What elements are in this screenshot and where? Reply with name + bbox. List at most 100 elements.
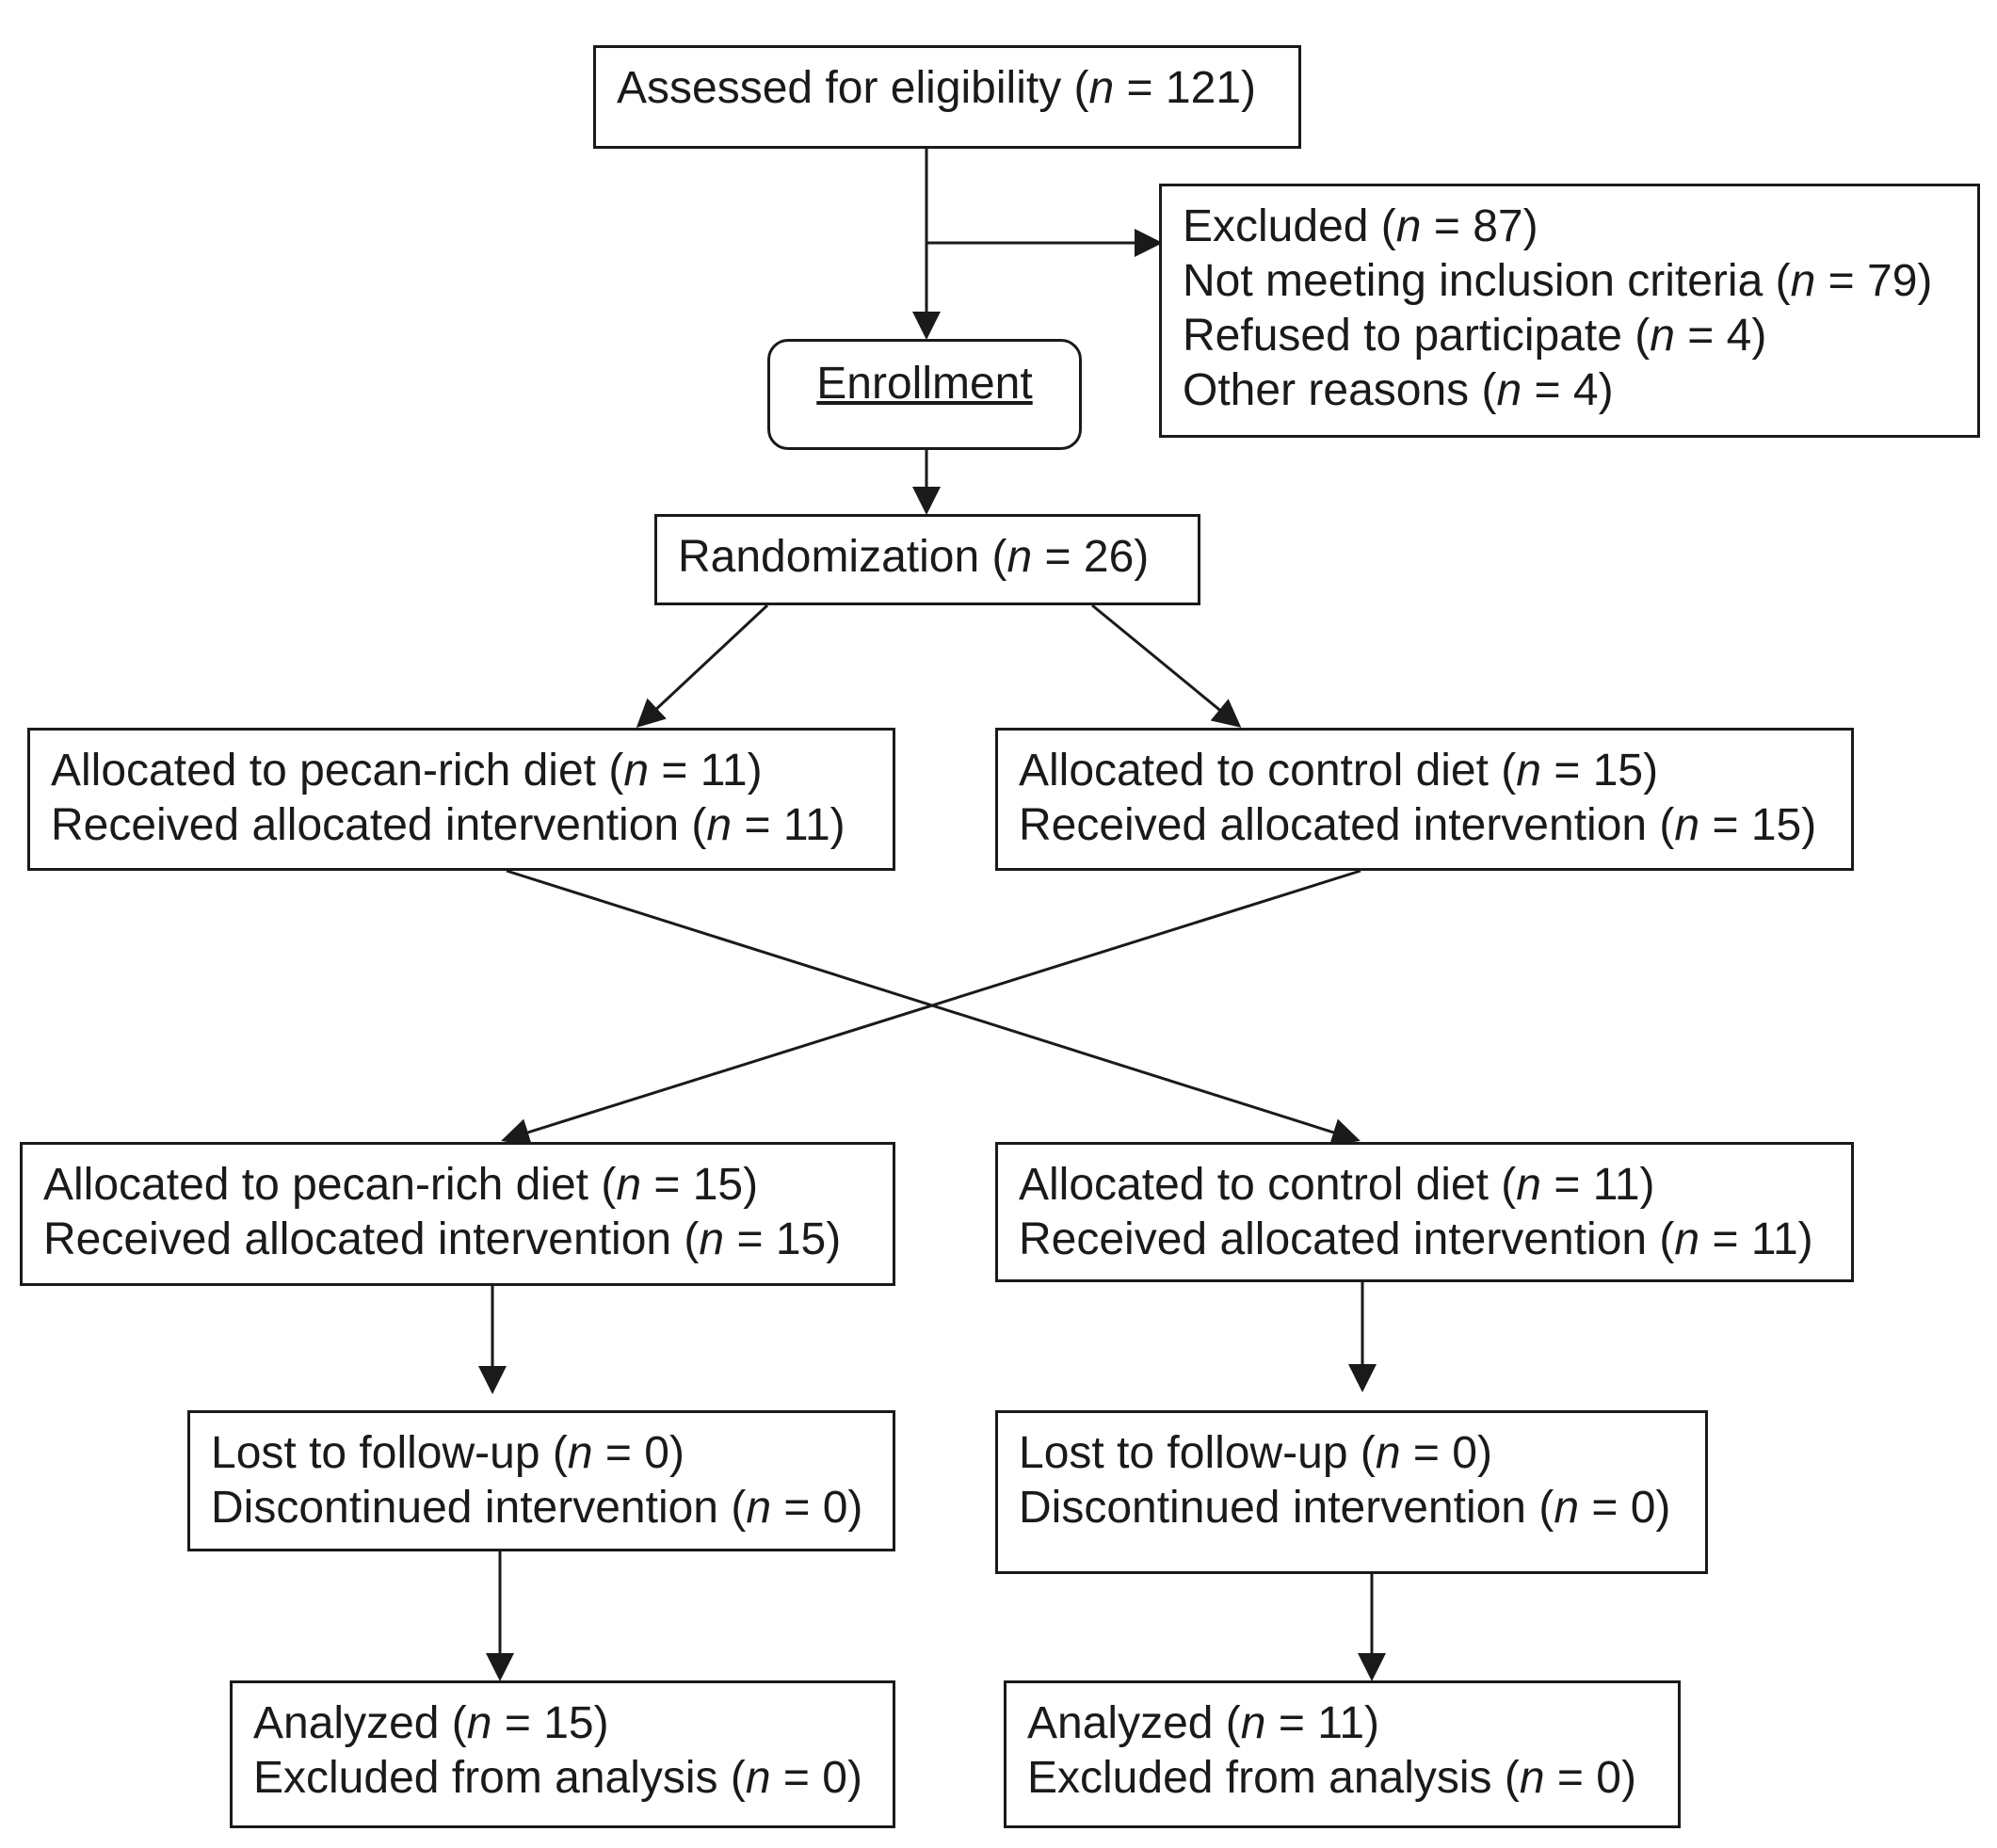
analyzed-left-line-2: Excluded from analysis (n = 0) bbox=[253, 1751, 872, 1806]
line-text: Refused to participate ( bbox=[1183, 311, 1651, 361]
alloc-control-2-line-1: Allocated to control diet (n = 11) bbox=[1019, 1158, 1830, 1213]
line-text: Analyzed ( bbox=[253, 1698, 467, 1748]
line-text: Received allocated intervention ( bbox=[1019, 800, 1675, 850]
n-symbol: n bbox=[745, 1753, 771, 1803]
line-text: = 0) bbox=[592, 1428, 684, 1478]
assessed-box: Assessed for eligibility (n = 121) bbox=[593, 45, 1301, 149]
arrow-randomization-to-control bbox=[1091, 603, 1242, 728]
n-symbol: n bbox=[1375, 1428, 1401, 1478]
n-symbol: n bbox=[1240, 1698, 1266, 1748]
line-text: = 87) bbox=[1421, 201, 1538, 251]
alloc-pecan-1-line-2: Received allocated intervention (n = 11) bbox=[51, 798, 872, 853]
line-text: Analyzed ( bbox=[1027, 1698, 1241, 1748]
n-symbol: n bbox=[1519, 1753, 1545, 1803]
n-symbol: n bbox=[1088, 63, 1115, 113]
followup-left-line-2: Discontinued intervention (n = 0) bbox=[211, 1481, 872, 1535]
line-text: = 11) bbox=[649, 746, 763, 795]
n-symbol: n bbox=[1007, 532, 1033, 582]
line-text: Randomization ( bbox=[678, 532, 1007, 582]
line-text: Allocated to control diet ( bbox=[1019, 746, 1517, 795]
line-text: = 15) bbox=[641, 1160, 759, 1210]
line-text: Lost to follow-up ( bbox=[1019, 1428, 1376, 1478]
line-text: Excluded from analysis ( bbox=[1027, 1753, 1520, 1803]
line-text: Allocated to pecan-rich diet ( bbox=[51, 746, 624, 795]
n-symbol: n bbox=[616, 1160, 642, 1210]
n-symbol: n bbox=[1395, 201, 1422, 251]
line-text: = 11) bbox=[732, 800, 846, 850]
randomization-line-1: Randomization (n = 26) bbox=[678, 530, 1177, 585]
line-text: = 0) bbox=[770, 1753, 862, 1803]
analyzed-box-left: Analyzed (n = 15)Excluded from analysis … bbox=[230, 1680, 895, 1828]
n-symbol: n bbox=[1554, 1483, 1580, 1533]
line-text: = 79) bbox=[1815, 256, 1933, 306]
n-symbol: n bbox=[1650, 311, 1675, 361]
n-symbol: n bbox=[466, 1698, 492, 1748]
arrow-randomization-to-pecan bbox=[636, 603, 769, 729]
alloc-pecan-1-line-1: Allocated to pecan-rich diet (n = 11) bbox=[51, 744, 872, 798]
line-text: Excluded from analysis ( bbox=[253, 1753, 746, 1803]
alloc-control-2-line-2: Received allocated intervention (n = 11) bbox=[1019, 1213, 1830, 1267]
line-text: = 11) bbox=[1699, 1214, 1813, 1264]
line-text: Other reasons ( bbox=[1183, 365, 1497, 415]
analyzed-left-line-1: Analyzed (n = 15) bbox=[253, 1696, 872, 1751]
line-text: = 26) bbox=[1032, 532, 1150, 582]
n-symbol: n bbox=[1496, 365, 1522, 415]
allocated-pecan-box-1: Allocated to pecan-rich diet (n = 11)Rec… bbox=[27, 728, 895, 871]
line-text: = 11) bbox=[1540, 1160, 1655, 1210]
line-text: Discontinued intervention ( bbox=[211, 1483, 747, 1533]
n-symbol: n bbox=[1516, 746, 1541, 795]
line-text: Received allocated intervention ( bbox=[43, 1214, 700, 1264]
line-text: Discontinued intervention ( bbox=[1019, 1483, 1554, 1533]
line-text: = 4) bbox=[1674, 311, 1767, 361]
n-symbol: n bbox=[623, 746, 650, 795]
enrollment-box: Enrollment bbox=[767, 339, 1082, 450]
excluded-line-1: Excluded (n = 87) bbox=[1183, 200, 1957, 254]
line-text: = 15) bbox=[1699, 800, 1817, 850]
excluded-line-3: Refused to participate (n = 4) bbox=[1183, 309, 1957, 363]
allocated-control-box-1: Allocated to control diet (n = 15)Receiv… bbox=[995, 728, 1854, 871]
line-text: Received allocated intervention ( bbox=[51, 800, 707, 850]
line-text: = 15) bbox=[1540, 746, 1659, 795]
line-text: Not meeting inclusion criteria ( bbox=[1183, 256, 1791, 306]
analyzed-right-line-2: Excluded from analysis (n = 0) bbox=[1027, 1751, 1657, 1806]
analyzed-right-line-1: Analyzed (n = 11) bbox=[1027, 1696, 1657, 1751]
followup-left-line-1: Lost to follow-up (n = 0) bbox=[211, 1426, 872, 1481]
alloc-pecan-2-line-1: Allocated to pecan-rich diet (n = 15) bbox=[43, 1158, 872, 1213]
analyzed-box-right: Analyzed (n = 11)Excluded from analysis … bbox=[1004, 1680, 1681, 1828]
excluded-line-4: Other reasons (n = 4) bbox=[1183, 363, 1957, 418]
line-text: = 15) bbox=[724, 1214, 842, 1264]
n-symbol: n bbox=[1674, 800, 1700, 850]
line-text: Allocated to pecan-rich diet ( bbox=[43, 1160, 617, 1210]
line-text: = 121) bbox=[1114, 63, 1256, 113]
n-symbol: n bbox=[567, 1428, 593, 1478]
followup-box-left: Lost to follow-up (n = 0)Discontinued in… bbox=[187, 1410, 895, 1551]
allocated-pecan-box-2: Allocated to pecan-rich diet (n = 15)Rec… bbox=[20, 1142, 895, 1286]
line-text: = 15) bbox=[491, 1698, 609, 1748]
n-symbol: n bbox=[1516, 1160, 1541, 1210]
followup-box-right: Lost to follow-up (n = 0)Discontinued in… bbox=[995, 1410, 1708, 1574]
alloc-control-1-line-1: Allocated to control diet (n = 15) bbox=[1019, 744, 1830, 798]
arrow-control-to-pecan-crossover bbox=[501, 869, 1361, 1147]
line-text: = 0) bbox=[1579, 1483, 1671, 1533]
alloc-control-1-line-2: Received allocated intervention (n = 15) bbox=[1019, 798, 1830, 853]
followup-right-line-2: Discontinued intervention (n = 0) bbox=[1019, 1481, 1684, 1535]
n-symbol: n bbox=[746, 1483, 772, 1533]
followup-right-line-1: Lost to follow-up (n = 0) bbox=[1019, 1426, 1684, 1481]
line-text: Assessed for eligibility ( bbox=[617, 63, 1089, 113]
enrollment-label: Enrollment bbox=[816, 359, 1033, 409]
line-text: Allocated to control diet ( bbox=[1019, 1160, 1517, 1210]
line-text: = 0) bbox=[771, 1483, 863, 1533]
n-symbol: n bbox=[699, 1214, 725, 1264]
line-text: Received allocated intervention ( bbox=[1019, 1214, 1675, 1264]
line-text: = 4) bbox=[1522, 365, 1614, 415]
n-symbol: n bbox=[1674, 1214, 1700, 1264]
line-text: = 0) bbox=[1544, 1753, 1636, 1803]
excluded-box: Excluded (n = 87)Not meeting inclusion c… bbox=[1159, 184, 1980, 438]
alloc-pecan-2-line-2: Received allocated intervention (n = 15) bbox=[43, 1213, 872, 1267]
n-symbol: n bbox=[1790, 256, 1816, 306]
line-text: Excluded ( bbox=[1183, 201, 1396, 251]
allocated-control-box-2: Allocated to control diet (n = 11)Receiv… bbox=[995, 1142, 1854, 1282]
randomization-box: Randomization (n = 26) bbox=[654, 514, 1200, 605]
line-text: Lost to follow-up ( bbox=[211, 1428, 568, 1478]
